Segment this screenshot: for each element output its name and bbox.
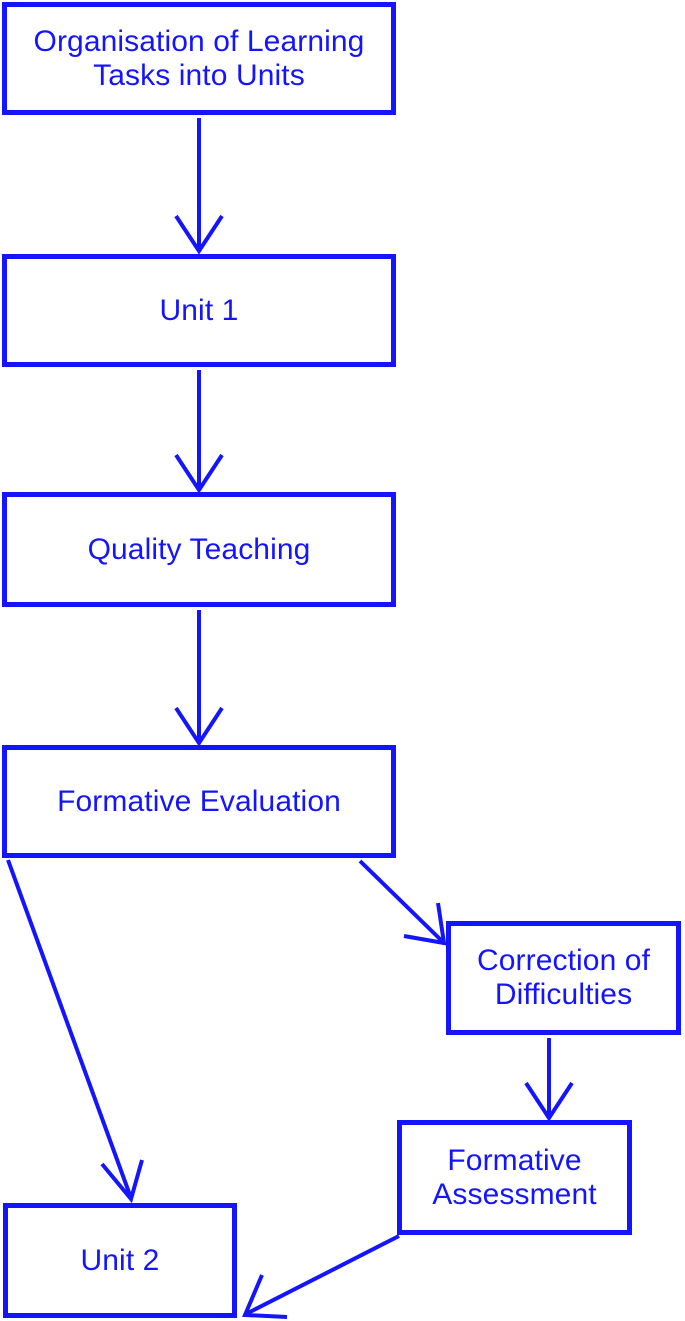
edge-formative-assessment-to-unit2 bbox=[242, 1234, 400, 1319]
edge-formative-evaluation-to-correction bbox=[358, 859, 447, 946]
node-unit1-label: Unit 1 bbox=[159, 293, 239, 327]
node-unit2-label: Unit 2 bbox=[80, 1243, 160, 1277]
edge-organisation-to-unit1 bbox=[174, 118, 224, 255]
node-formative-assessment[interactable]: Formative Assessment bbox=[397, 1120, 632, 1235]
edge-quality-teaching-to-formative-evaluation bbox=[174, 610, 224, 747]
node-unit2[interactable]: Unit 2 bbox=[3, 1203, 237, 1318]
node-formative-assessment-label: Formative Assessment bbox=[432, 1143, 597, 1211]
node-quality-teaching-label: Quality Teaching bbox=[87, 532, 311, 566]
edge-correction-to-formative-assessment bbox=[524, 1038, 574, 1122]
node-correction-of-difficulties-label: Correction of Difficulties bbox=[476, 944, 651, 1011]
node-unit1[interactable]: Unit 1 bbox=[2, 254, 396, 367]
node-quality-teaching[interactable]: Quality Teaching bbox=[2, 492, 396, 607]
edge-formative-evaluation-to-unit2 bbox=[6, 859, 144, 1204]
node-organisation[interactable]: Organisation of Learning Tasks into Unit… bbox=[2, 2, 396, 115]
node-formative-evaluation-label: Formative Evaluation bbox=[57, 784, 341, 818]
node-organisation-label: Organisation of Learning Tasks into Unit… bbox=[33, 24, 365, 92]
node-formative-evaluation[interactable]: Formative Evaluation bbox=[2, 745, 396, 858]
node-correction-of-difficulties[interactable]: Correction of Difficulties bbox=[446, 921, 681, 1035]
edge-unit1-to-quality-teaching bbox=[174, 370, 224, 494]
